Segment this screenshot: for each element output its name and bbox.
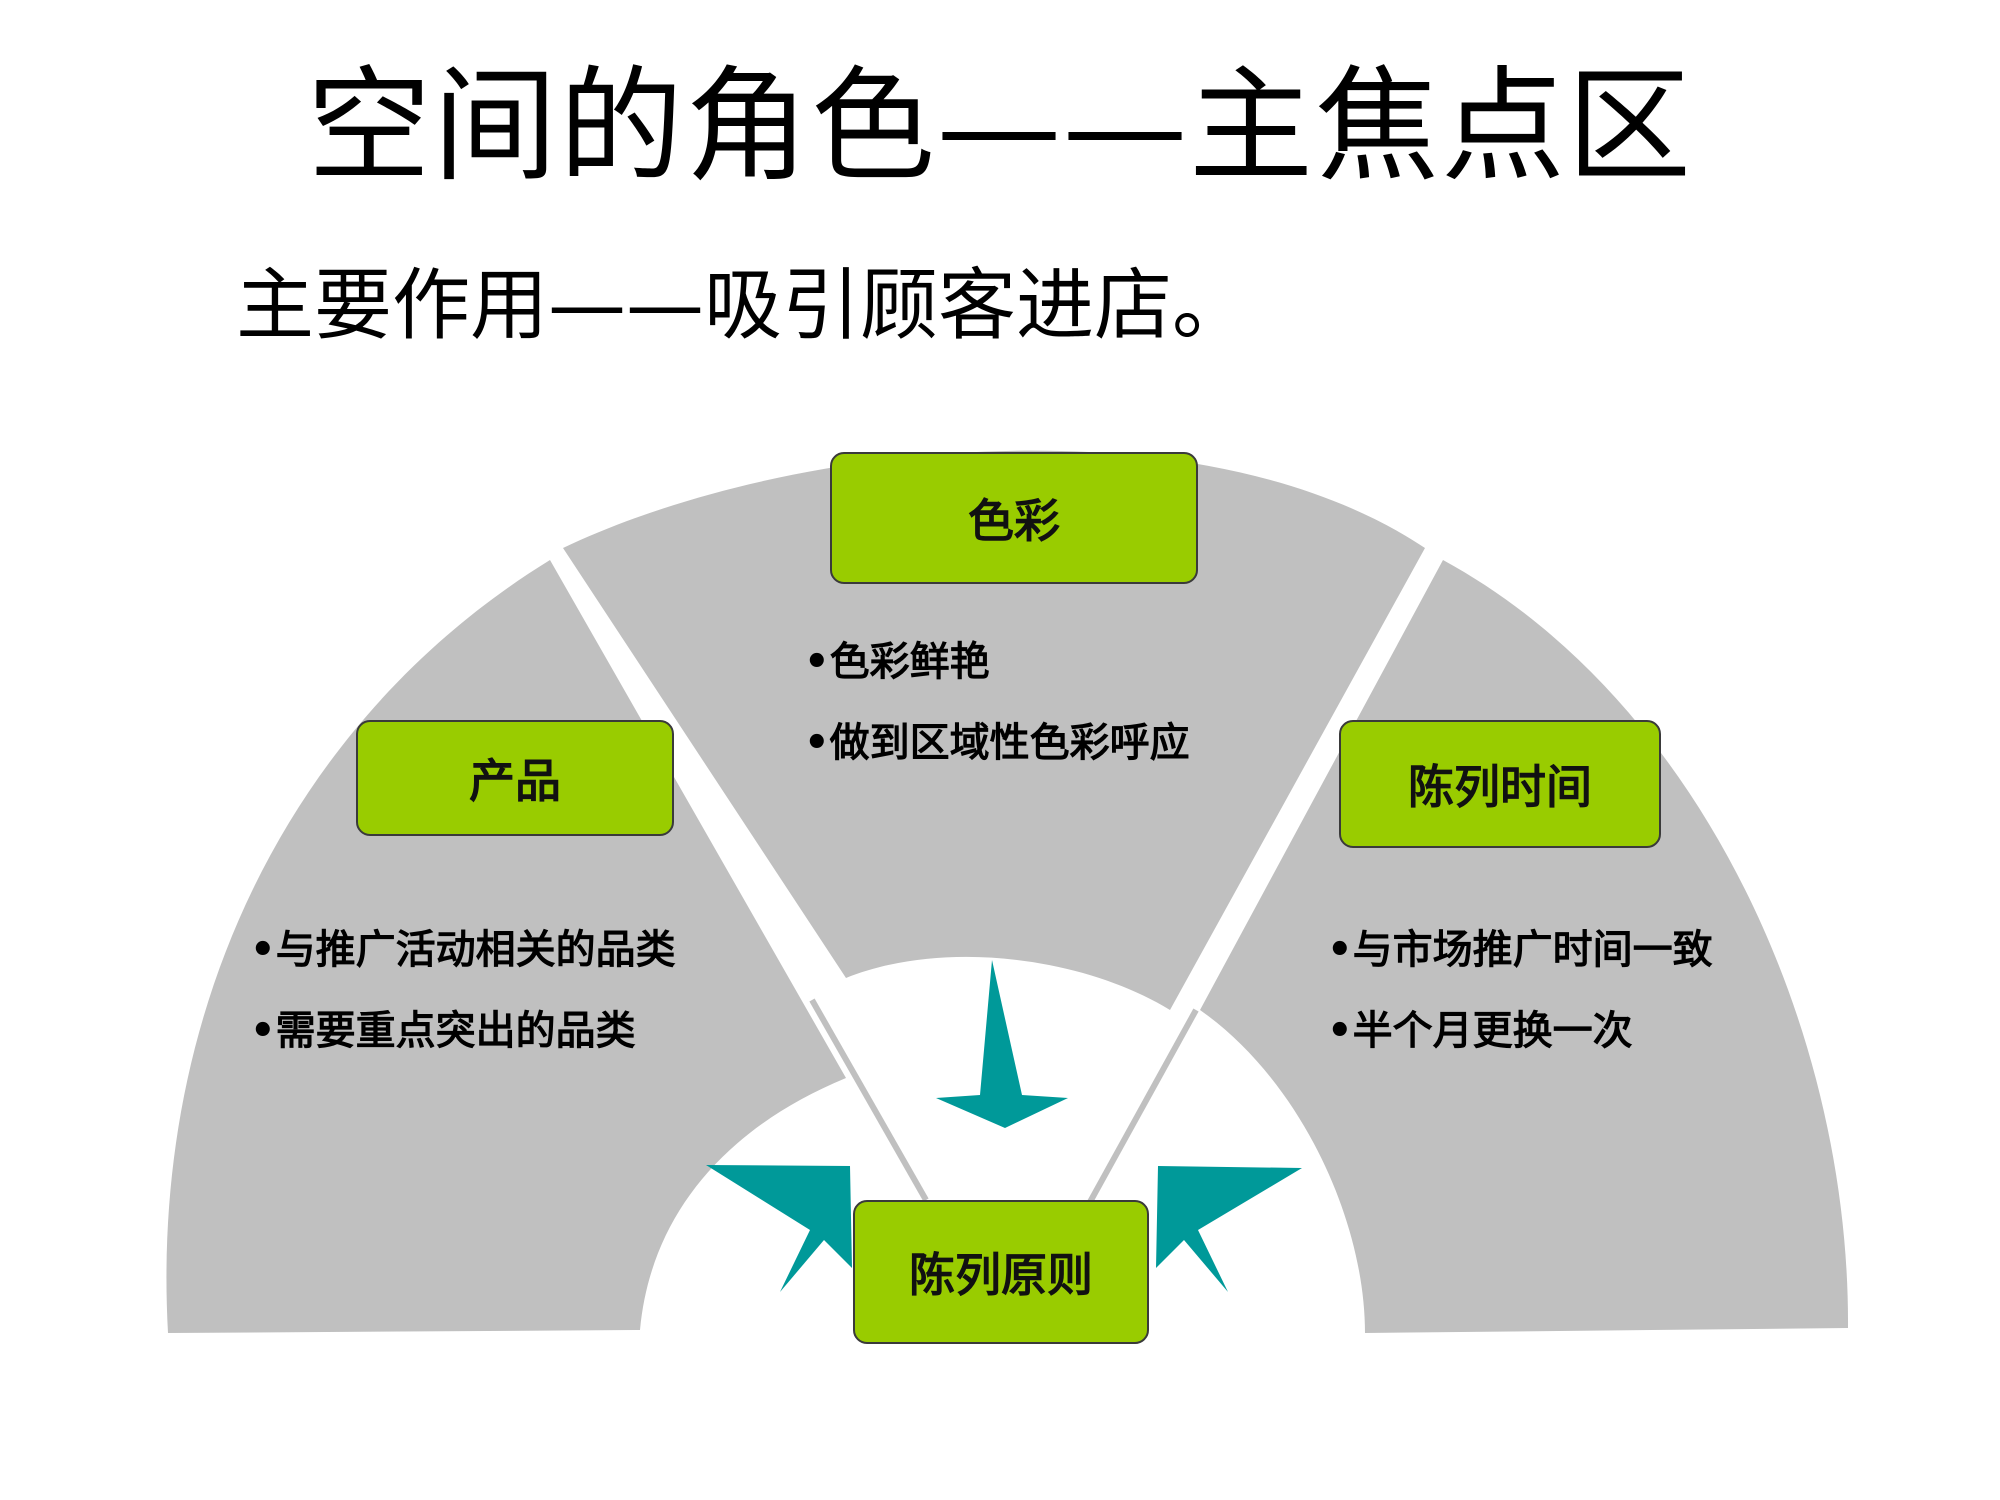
left-bullet-2: 需要重点突出的品类 bbox=[250, 991, 676, 1072]
arrow-down-icon bbox=[936, 960, 1068, 1128]
arrow-down-right-icon bbox=[706, 1165, 852, 1292]
box-middle-heading: 色彩 bbox=[830, 452, 1198, 584]
left-bullet-1: 与推广活动相关的品类 bbox=[250, 910, 676, 991]
slide-title: 空间的角色——主焦点区 bbox=[306, 55, 1693, 199]
right-bullet-1: 与市场推广时间一致 bbox=[1327, 910, 1713, 991]
middle-bullet-1: 色彩鲜艳 bbox=[804, 622, 1190, 703]
arrow-down-left-icon bbox=[1156, 1166, 1302, 1292]
left-bullet-list: 与推广活动相关的品类 需要重点突出的品类 bbox=[250, 910, 676, 1072]
slide-subtitle: 主要作用——吸引顾客进店。 bbox=[236, 261, 1251, 351]
middle-bullet-list: 色彩鲜艳 做到区域性色彩呼应 bbox=[804, 622, 1190, 784]
box-center-label: 陈列原则 bbox=[853, 1200, 1149, 1344]
right-bullet-2: 半个月更换一次 bbox=[1327, 991, 1713, 1072]
right-bullet-list: 与市场推广时间一致 半个月更换一次 bbox=[1327, 910, 1713, 1072]
separator-left bbox=[809, 998, 929, 1202]
separator-right bbox=[1087, 1008, 1199, 1204]
box-right-heading: 陈列时间 bbox=[1339, 720, 1661, 848]
middle-bullet-2: 做到区域性色彩呼应 bbox=[804, 703, 1190, 784]
box-left-heading: 产品 bbox=[356, 720, 674, 836]
